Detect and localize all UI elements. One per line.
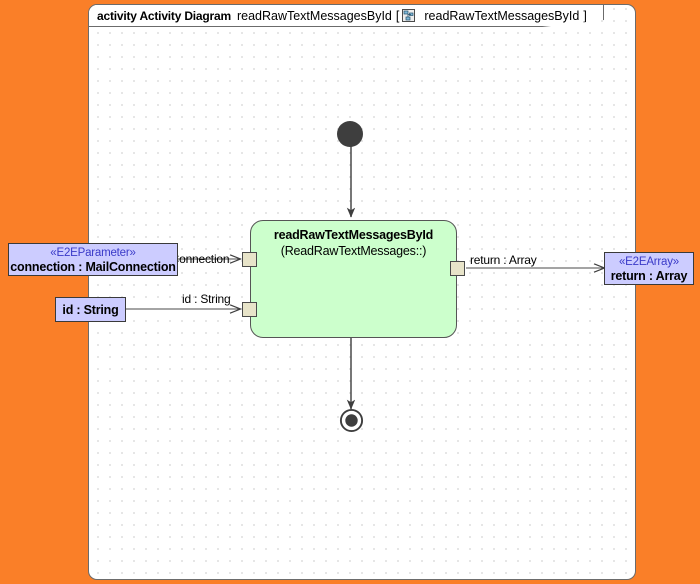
- activity-final-node[interactable]: [339, 408, 364, 433]
- activity-node-subtitle: (ReadRawTextMessages::): [280, 244, 427, 258]
- initial-node[interactable]: [337, 121, 363, 147]
- input-pin-connection[interactable]: [242, 252, 257, 267]
- edge-label-return: return : Array: [470, 253, 537, 267]
- parameter-stereotype-return: «E2EArray»: [618, 256, 679, 268]
- frame-bracket-open: [: [395, 8, 400, 23]
- parameter-node-id[interactable]: id : String: [55, 297, 126, 322]
- parameter-label-return: return : Array: [610, 269, 688, 283]
- frame-header-tab: activity Activity Diagram readRawTextMes…: [89, 5, 604, 27]
- input-pin-id[interactable]: [242, 302, 257, 317]
- frame-diagram-name: readRawTextMessagesById: [236, 8, 392, 23]
- parameter-label-connection: connection : MailConnection: [10, 260, 176, 274]
- frame-kind-label: activity Activity Diagram: [97, 8, 231, 23]
- frame-ref-name: readRawTextMessagesById: [424, 8, 580, 23]
- parameter-label-id: id : String: [62, 303, 119, 317]
- activity-diagram-icon: [402, 9, 416, 22]
- activity-diagram-frame: activity Activity Diagram readRawTextMes…: [88, 4, 636, 580]
- activity-node-title: readRawTextMessagesById: [273, 228, 434, 242]
- activity-node[interactable]: readRawTextMessagesById (ReadRawTextMess…: [250, 220, 457, 338]
- edge-label-id: id : String: [182, 292, 231, 306]
- parameter-node-connection[interactable]: «E2EParameter» connection : MailConnecti…: [8, 243, 178, 276]
- frame-bracket-close: ]: [583, 8, 587, 23]
- output-pin-return[interactable]: [450, 261, 465, 276]
- parameter-stereotype-connection: «E2EParameter»: [50, 247, 136, 259]
- parameter-node-return[interactable]: «E2EArray» return : Array: [604, 252, 694, 285]
